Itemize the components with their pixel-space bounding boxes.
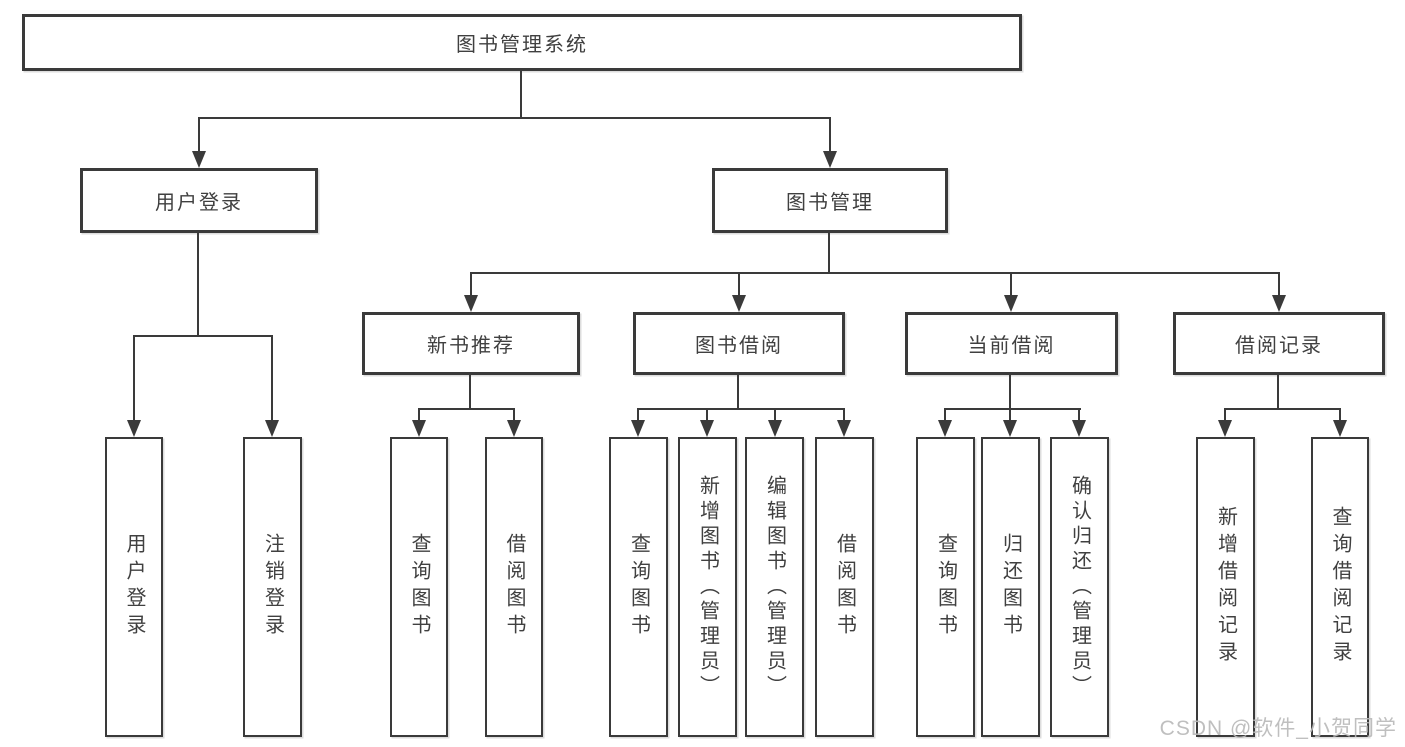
node-book-borrow-label: 图书借阅 bbox=[695, 335, 783, 357]
watermark: CSDN @软件_小贺同学 bbox=[1159, 717, 1397, 740]
leaf-bb-query-book-label: 查询图书 bbox=[627, 533, 650, 641]
leaf-user-login: 用户登录 bbox=[105, 437, 163, 737]
leaf-rec-borrow-book: 借阅图书 bbox=[485, 437, 543, 737]
arrow-to-book-mgmt-icon bbox=[822, 118, 838, 168]
leaf-br-add-record: 新增借阅记录 bbox=[1196, 437, 1255, 737]
node-user-login: 用户登录 bbox=[80, 168, 318, 233]
leaf-bb-add-book: 新增图书（管理员） bbox=[678, 437, 737, 737]
arrow-to-bb-borrow-book-icon bbox=[836, 409, 852, 437]
leaf-cb-return-book-label: 归还图书 bbox=[999, 533, 1022, 641]
node-borrow-records-label: 借阅记录 bbox=[1235, 335, 1323, 357]
leaf-br-query-record-label: 查询借阅记录 bbox=[1329, 506, 1351, 668]
leaf-rec-query-book: 查询图书 bbox=[390, 437, 448, 737]
arrow-to-new-book-rec-icon bbox=[463, 273, 479, 312]
node-user-login-label: 用户登录 bbox=[155, 192, 243, 214]
leaf-bb-edit-book-label: 编辑图书（管理员） bbox=[763, 474, 786, 700]
arrow-to-cb-return-book-icon bbox=[1002, 409, 1018, 437]
node-current-borrow-label: 当前借阅 bbox=[967, 335, 1056, 357]
node-book-borrow: 图书借阅 bbox=[633, 312, 845, 375]
connector-borrow-records-hline bbox=[1224, 408, 1341, 410]
connector-new-book-rec-stub bbox=[469, 375, 471, 410]
leaf-bb-edit-book: 编辑图书（管理员） bbox=[745, 437, 804, 737]
connector-book-borrow-hline bbox=[637, 408, 845, 410]
arrow-to-bb-query-book-icon bbox=[630, 409, 646, 437]
connector-new-book-rec-hline bbox=[418, 408, 515, 410]
leaf-cb-query-book: 查询图书 bbox=[916, 437, 975, 737]
arrow-to-user-login-icon bbox=[191, 118, 207, 168]
leaf-logout-label: 注销登录 bbox=[261, 533, 284, 641]
node-new-book-rec-label: 新书推荐 bbox=[427, 335, 515, 357]
arrow-to-cb-confirm-return-icon bbox=[1071, 409, 1087, 437]
leaf-cb-return-book: 归还图书 bbox=[981, 437, 1040, 737]
node-new-book-rec: 新书推荐 bbox=[362, 312, 580, 375]
arrow-to-br-query-record-icon bbox=[1332, 409, 1348, 437]
arrow-to-current-borrow-icon bbox=[1003, 273, 1019, 312]
connector-root-stub bbox=[520, 70, 522, 118]
arrow-to-rec-borrow-book-icon bbox=[506, 409, 522, 437]
leaf-user-login-label: 用户登录 bbox=[123, 533, 145, 641]
connector-user-login-hline bbox=[133, 335, 273, 337]
leaf-br-query-record: 查询借阅记录 bbox=[1311, 437, 1369, 737]
leaf-rec-borrow-book-label: 借阅图书 bbox=[503, 533, 525, 641]
connector-book-mgmt-stub bbox=[828, 233, 830, 274]
node-root-label: 图书管理系统 bbox=[456, 34, 588, 56]
arrow-to-bb-edit-book-icon bbox=[767, 409, 783, 437]
arrow-to-borrow-records-icon bbox=[1271, 273, 1287, 312]
leaf-bb-borrow-book-label: 借阅图书 bbox=[833, 533, 856, 641]
leaf-bb-query-book: 查询图书 bbox=[609, 437, 668, 737]
connector-borrow-records-stub bbox=[1277, 375, 1279, 410]
node-book-mgmt: 图书管理 bbox=[712, 168, 948, 233]
node-borrow-records: 借阅记录 bbox=[1173, 312, 1385, 375]
node-book-mgmt-label: 图书管理 bbox=[786, 192, 874, 214]
arrow-to-bb-add-book-icon bbox=[699, 409, 715, 437]
leaf-cb-confirm-return: 确认归还（管理员） bbox=[1050, 437, 1109, 737]
leaf-rec-query-book-label: 查询图书 bbox=[408, 533, 430, 641]
leaf-logout: 注销登录 bbox=[243, 437, 302, 737]
node-root: 图书管理系统 bbox=[22, 14, 1022, 71]
leaf-cb-query-book-label: 查询图书 bbox=[934, 533, 957, 641]
leaf-bb-add-book-label: 新增图书（管理员） bbox=[696, 474, 719, 700]
arrow-to-rec-query-book-icon bbox=[411, 409, 427, 437]
arrow-to-cb-query-book-icon bbox=[937, 409, 953, 437]
connector-current-borrow-hline bbox=[944, 408, 1081, 410]
connector-level3-hline bbox=[470, 272, 1280, 274]
leaf-bb-borrow-book: 借阅图书 bbox=[815, 437, 874, 737]
arrow-to-leaf-user-login-icon bbox=[126, 336, 142, 437]
node-current-borrow: 当前借阅 bbox=[905, 312, 1118, 375]
connector-current-borrow-stub bbox=[1009, 375, 1011, 410]
leaf-br-add-record-label: 新增借阅记录 bbox=[1214, 506, 1237, 668]
leaf-cb-confirm-return-label: 确认归还（管理员） bbox=[1068, 474, 1091, 700]
connector-level1-hline bbox=[198, 117, 831, 119]
connector-user-login-stub bbox=[197, 233, 199, 337]
arrow-to-br-add-record-icon bbox=[1217, 409, 1233, 437]
arrow-to-leaf-logout-icon bbox=[264, 336, 280, 437]
connector-book-borrow-stub bbox=[737, 375, 739, 410]
arrow-to-book-borrow-icon bbox=[731, 273, 747, 312]
